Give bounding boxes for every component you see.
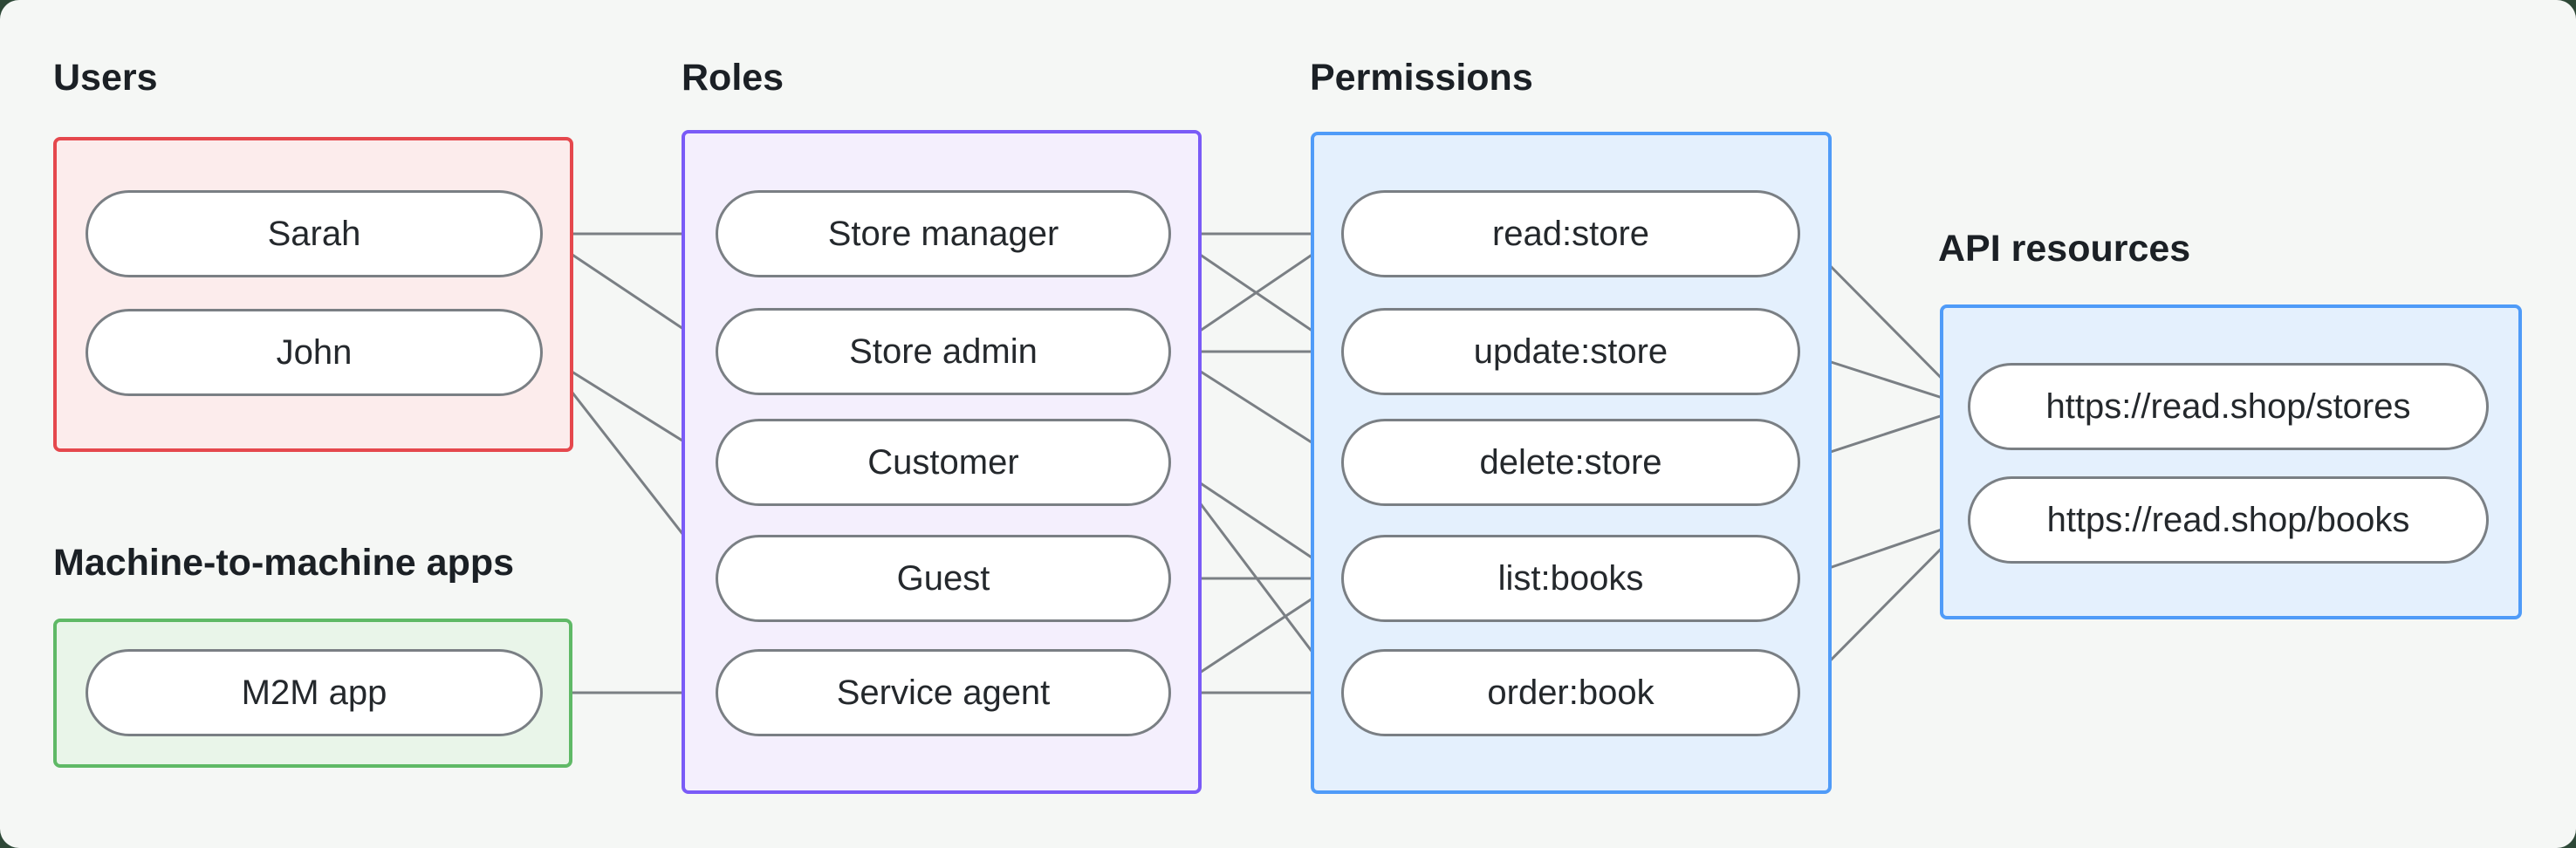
section-label-users: Users: [53, 57, 158, 99]
section-label-roles: Roles: [682, 57, 784, 99]
node-store-admin: Store admin: [716, 308, 1171, 395]
node-m2m-app: M2M app: [86, 649, 543, 736]
node-store-manager: Store manager: [716, 190, 1171, 277]
node-order-book: order:book: [1341, 649, 1800, 736]
node-label: Guest: [896, 558, 990, 598]
section-label-api-resources: API resources: [1938, 228, 2191, 270]
node-label: Sarah: [267, 214, 361, 253]
group-box-users-box: [53, 137, 573, 452]
node-label: M2M app: [241, 673, 387, 712]
node-update-store: update:store: [1341, 308, 1800, 395]
node-guest: Guest: [716, 535, 1171, 622]
node-label: list:books: [1497, 558, 1644, 598]
node-label: order:book: [1487, 673, 1655, 712]
node-label: delete:store: [1479, 442, 1662, 482]
node-list-books: list:books: [1341, 535, 1800, 622]
node-label: Service agent: [836, 673, 1051, 712]
section-label-permissions: Permissions: [1310, 57, 1533, 99]
node-service-agent: Service agent: [716, 649, 1171, 736]
node-john: John: [86, 309, 543, 396]
node-label: John: [276, 332, 353, 372]
node-label: update:store: [1473, 332, 1668, 371]
node-label: https://read.shop/books: [2046, 500, 2410, 539]
node-sarah: Sarah: [86, 190, 543, 277]
node-delete-store: delete:store: [1341, 419, 1800, 506]
node-label: Store manager: [827, 214, 1059, 253]
node-label: https://read.shop/stores: [2045, 386, 2411, 426]
node-label: Store admin: [849, 332, 1038, 371]
node-label: Customer: [867, 442, 1019, 482]
node-books-resource: https://read.shop/books: [1968, 476, 2489, 564]
node-read-store: read:store: [1341, 190, 1800, 277]
section-label-m2m: Machine-to-machine apps: [53, 542, 515, 584]
group-box-api-box: [1940, 304, 2522, 619]
node-stores-resource: https://read.shop/stores: [1968, 363, 2489, 450]
node-label: read:store: [1491, 214, 1650, 253]
node-customer: Customer: [716, 419, 1171, 506]
